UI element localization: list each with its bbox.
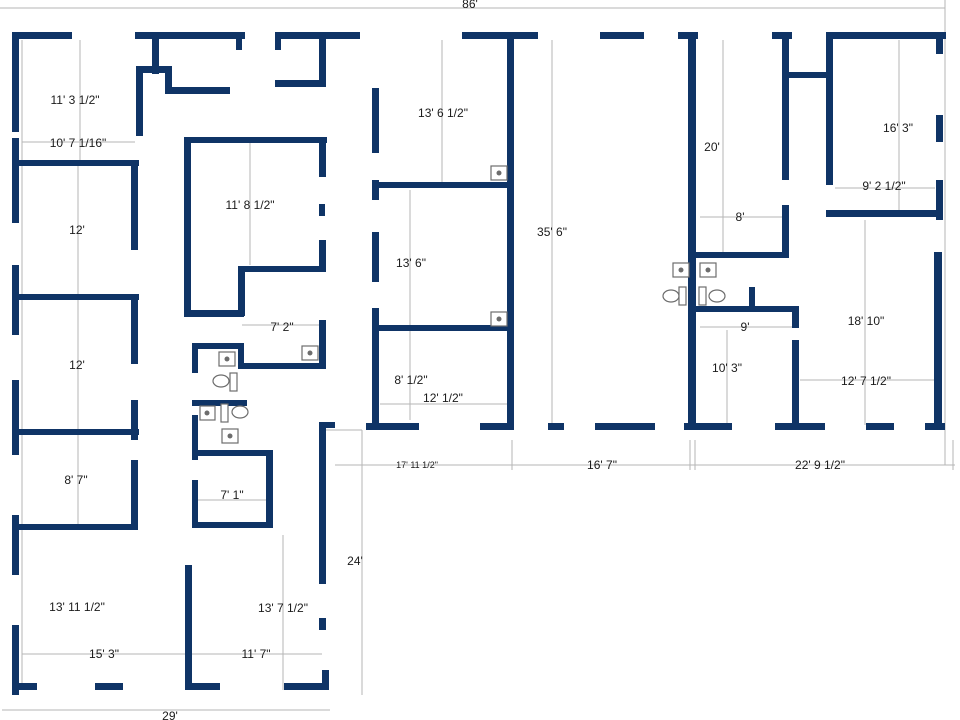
room-dim-label: 9' 2 1/2" bbox=[862, 179, 905, 193]
toilet-icon bbox=[220, 403, 249, 423]
dimension-labels: 86' 29' 11' 3 1/2" 10' 7 1/16" 12' 12' 8… bbox=[49, 0, 913, 720]
toilet-icon bbox=[212, 372, 238, 392]
room-dim-label: 17' 11 1/2" bbox=[396, 460, 438, 470]
room-dim-label: 8' bbox=[736, 210, 745, 224]
sink-icon bbox=[199, 405, 216, 421]
room-dim-label: 13' 6 1/2" bbox=[418, 106, 468, 120]
room-dim-label: 16' 3" bbox=[883, 121, 913, 135]
room-dim-label: 12' bbox=[69, 223, 85, 237]
room-dim-label: 11' 3 1/2" bbox=[50, 93, 99, 107]
room-dim-label: 13' 11 1/2" bbox=[49, 600, 105, 614]
sink-icon bbox=[699, 262, 717, 278]
toilet-icon bbox=[662, 286, 687, 306]
toilet-icon bbox=[698, 286, 726, 306]
sink-icon bbox=[218, 351, 236, 367]
room-dim-label: 12' 7 1/2" bbox=[841, 374, 891, 388]
overall-left-width-label: 29' bbox=[162, 709, 178, 720]
room-dim-label: 7' 2" bbox=[270, 320, 293, 334]
sink-icon bbox=[221, 428, 239, 444]
room-dim-label: 10' 7 1/16" bbox=[50, 136, 107, 150]
room-dim-label: 11' 8 1/2" bbox=[225, 198, 274, 212]
sink-icon bbox=[672, 262, 690, 278]
room-dim-label: 24' bbox=[347, 554, 363, 568]
room-dim-label: 7' 1" bbox=[220, 488, 243, 502]
room-dim-label: 20' bbox=[704, 140, 720, 154]
room-dim-label: 12' bbox=[69, 358, 85, 372]
room-dim-label: 13' 6" bbox=[396, 256, 426, 270]
room-dim-label: 9' bbox=[741, 320, 750, 334]
room-dim-label: 8' 1/2" bbox=[394, 373, 427, 387]
sink-icon bbox=[490, 311, 508, 327]
room-dim-label: 35' 6" bbox=[537, 225, 567, 239]
room-dim-label: 16' 7" bbox=[587, 458, 617, 472]
room-dim-label: 10' 3" bbox=[712, 361, 742, 375]
sink-icon bbox=[490, 165, 508, 181]
room-dim-label: 15' 3" bbox=[89, 647, 119, 661]
room-dim-label: 13' 7 1/2" bbox=[258, 601, 308, 615]
room-dim-label: 22' 9 1/2" bbox=[795, 458, 845, 472]
room-dim-label: 18' 10" bbox=[848, 314, 885, 328]
room-dim-label: 8' 7" bbox=[64, 473, 87, 487]
room-dim-label: 11' 7" bbox=[241, 647, 270, 661]
sink-icon bbox=[301, 345, 319, 361]
walls bbox=[12, 32, 946, 695]
overall-width-label: 86' bbox=[462, 0, 478, 11]
room-dim-label: 12' 1/2" bbox=[423, 391, 463, 405]
